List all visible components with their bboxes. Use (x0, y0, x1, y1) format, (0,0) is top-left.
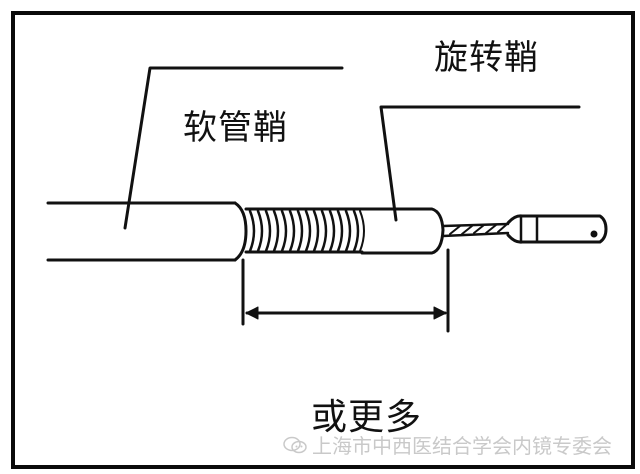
hose-sheath-leader-line (123, 66, 344, 230)
watermark-text: 上海市中西医结合学会内镜专委会 (312, 434, 612, 458)
hose-sheath (46, 201, 248, 262)
hose-sheath-label: 软管鞘 (183, 108, 288, 148)
rotating-sheath-leader-line (379, 105, 581, 222)
spring-coil (244, 207, 365, 254)
diagram-frame (11, 11, 635, 469)
wire (441, 222, 510, 238)
wechat-icon (283, 436, 307, 453)
rotating-sheath (360, 207, 445, 255)
dimension-arrow (241, 248, 450, 333)
rotating-sheath-label: 旋转鞘 (434, 38, 539, 78)
watermark: 上海市中西医结合学会内镜专委会 (282, 430, 612, 459)
or-more-label: 或更多 (311, 397, 423, 438)
tip (506, 214, 608, 244)
